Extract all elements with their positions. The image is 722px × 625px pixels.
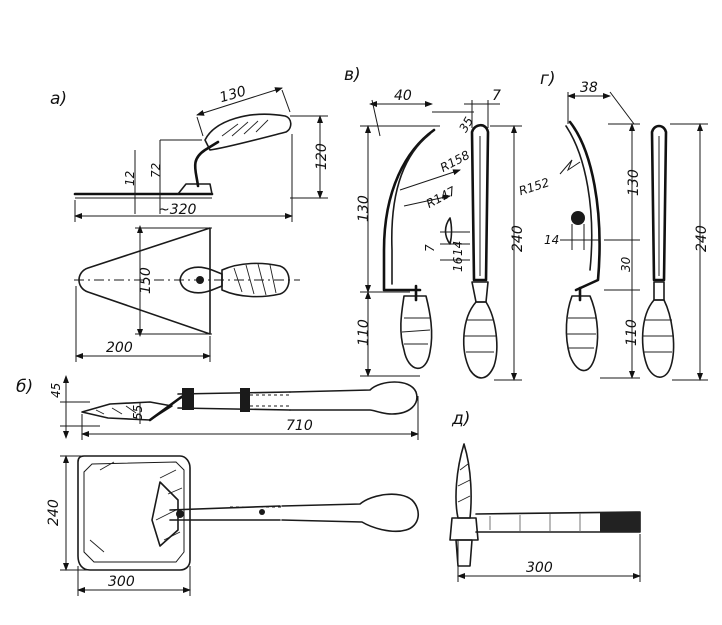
dim-a-320: ~320 [158,202,197,218]
dim-v-110: 110 [356,319,372,346]
trowel-handle-side [204,113,292,151]
dim-a-150: 150 [138,267,154,294]
dim-a-120: 120 [314,143,330,170]
trowel-plan-view: 150 200 [74,225,300,362]
dim-b-240: 240 [46,499,62,526]
dim-v-240: 240 [510,225,526,252]
jointer-front-view: 7 240 [462,88,526,381]
dim-b-710: 710 [286,418,313,434]
dim-a-130: 130 [218,83,248,106]
dim-a-200: 200 [106,340,133,356]
dim-g-14: 14 [544,233,559,247]
dim-v-7: 7 [492,88,501,104]
dim-g-30: 30 [619,256,633,272]
dim-b-55: 55 [131,405,145,420]
dim-g-130: 130 [626,169,642,196]
dim-b-300: 300 [108,574,135,590]
dim-v-r158: R158 [438,148,472,175]
dim-v-16: 16 [451,256,465,272]
figure-b-shovel: б) 45 55 710 [16,375,419,596]
label-v: в) [344,65,361,85]
dim-g-110: 110 [624,319,640,346]
dim-a-12: 12 [123,171,137,186]
dim-b-45: 45 [49,383,63,398]
trowel-handle-plan [221,262,290,298]
dim-g-38: 38 [580,80,598,96]
dim-v-r147: R147 [424,184,458,211]
dim-v-7b: 7 [423,244,437,252]
shovel-side-view: 45 55 710 [49,375,419,440]
dim-g-240: 240 [694,225,710,252]
dim-a-72: 72 [149,163,163,178]
label-b: б) [16,377,33,397]
figure-v-jointer: в) 40 35 R158 R147 130 [344,65,526,381]
label-d: д) [451,409,470,429]
figure-d-hammer: д) 300 [449,409,641,582]
dim-v-14: 14 [451,241,465,256]
jointer2-side-view: 38 R152 14 130 30 110 [517,80,642,379]
dim-v-35: 35 [456,114,476,134]
dim-g-r152: R152 [517,175,551,198]
figure-a-trowel: а) 130 12 72 [50,83,330,362]
trowel-side-view: 130 12 72 120 ~320 [73,83,330,222]
label-g: г) [540,69,556,89]
hammer-view: 300 [449,443,641,582]
dim-d-300: 300 [526,560,553,576]
jointer-side-view: 40 35 R158 R147 130 110 7 14 16 [356,88,476,377]
jointer2-front-view: 240 [641,123,710,381]
shovel-plan-view: 240 300 [46,455,419,596]
label-a: а) [50,89,67,109]
dim-v-130: 130 [356,195,372,222]
dim-v-40: 40 [394,88,412,104]
figure-g-jointer: г) 38 R152 14 [517,69,710,381]
